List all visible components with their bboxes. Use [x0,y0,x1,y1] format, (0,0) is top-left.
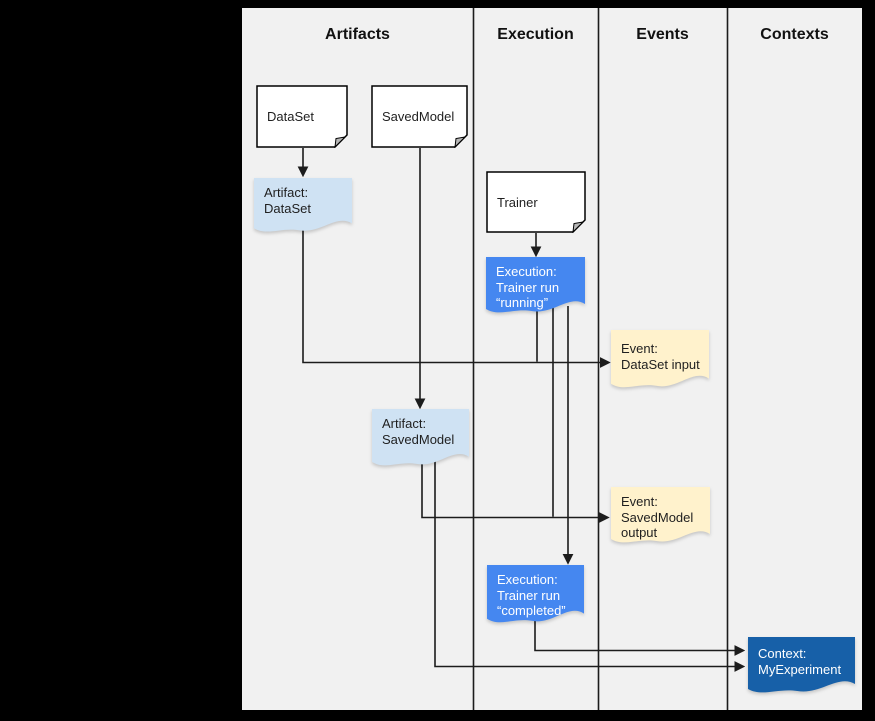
node-trainer-type: Trainer [486,171,586,233]
node-artifact-savedmodel: Artifact: SavedModel [372,409,469,470]
node-event-dataset-input: Event: DataSet input [611,330,709,392]
node-event-savedmodel-output: Event: SavedModel output [611,487,710,547]
edge-artifact-dataset-to-event-dataset-input [302,218,611,368]
document-shape [611,487,710,543]
swimlane-canvas: Artifacts Execution Events Contexts Data… [242,8,862,710]
note-shape [371,85,468,148]
document-shape [748,637,855,693]
node-label-execution-running: Execution: Trainer run “running” [496,264,560,310]
node-artifact-dataset: Artifact: DataSet [254,178,352,236]
document-shape [486,257,585,313]
node-label-event-dataset-input: Event: DataSet input [621,341,700,372]
node-label-context-myexperiment: Context: MyExperiment [758,646,842,677]
document-body [372,409,469,466]
document-body [486,257,585,313]
edge-artifact-savedmodel-to-context [434,460,746,672]
folded-corner-icon [572,221,585,233]
column-header-events: Events [636,26,689,43]
document-body [748,637,855,693]
column-header-execution: Execution [497,26,574,43]
document-shape [372,409,469,466]
node-label-trainer: Trainer [497,194,538,210]
column-header-contexts: Contexts [760,26,829,43]
node-label-artifact-savedmodel: Artifact: SavedModel [382,416,455,447]
document-shape [487,565,584,623]
node-label-dataset: DataSet [267,109,314,124]
folded-corner-icon [454,136,467,148]
edge-artifact-savedmodel-to-event-savedmodel-output [421,460,610,523]
node-execution-completed: Execution: Trainer run “completed” [487,565,584,627]
node-context-myexperiment: Context: MyExperiment [748,637,855,697]
document-body [611,487,710,543]
edge-execution-completed-to-context [534,620,746,656]
document-body [254,178,352,232]
node-label-savedmodel: SavedModel [382,109,455,124]
edges-layer [297,8,746,710]
note-shape [486,171,586,233]
folded-corner-icon [334,136,347,148]
document-body [611,330,709,388]
node-savedmodel-type: SavedModel [371,85,468,148]
document-shape [611,330,709,388]
node-dataset-type: DataSet [256,85,348,148]
node-label-artifact-dataset: Artifact: DataSet [264,185,311,216]
node-label-event-savedmodel-output: Event: SavedModel output [621,494,694,540]
document-shape [254,178,352,232]
node-execution-running: Execution: Trainer run “running” [486,257,585,317]
document-body [487,565,584,623]
column-header-artifacts: Artifacts [325,26,390,43]
node-label-execution-completed: Execution: Trainer run “completed” [497,572,566,618]
note-shape [256,85,348,148]
